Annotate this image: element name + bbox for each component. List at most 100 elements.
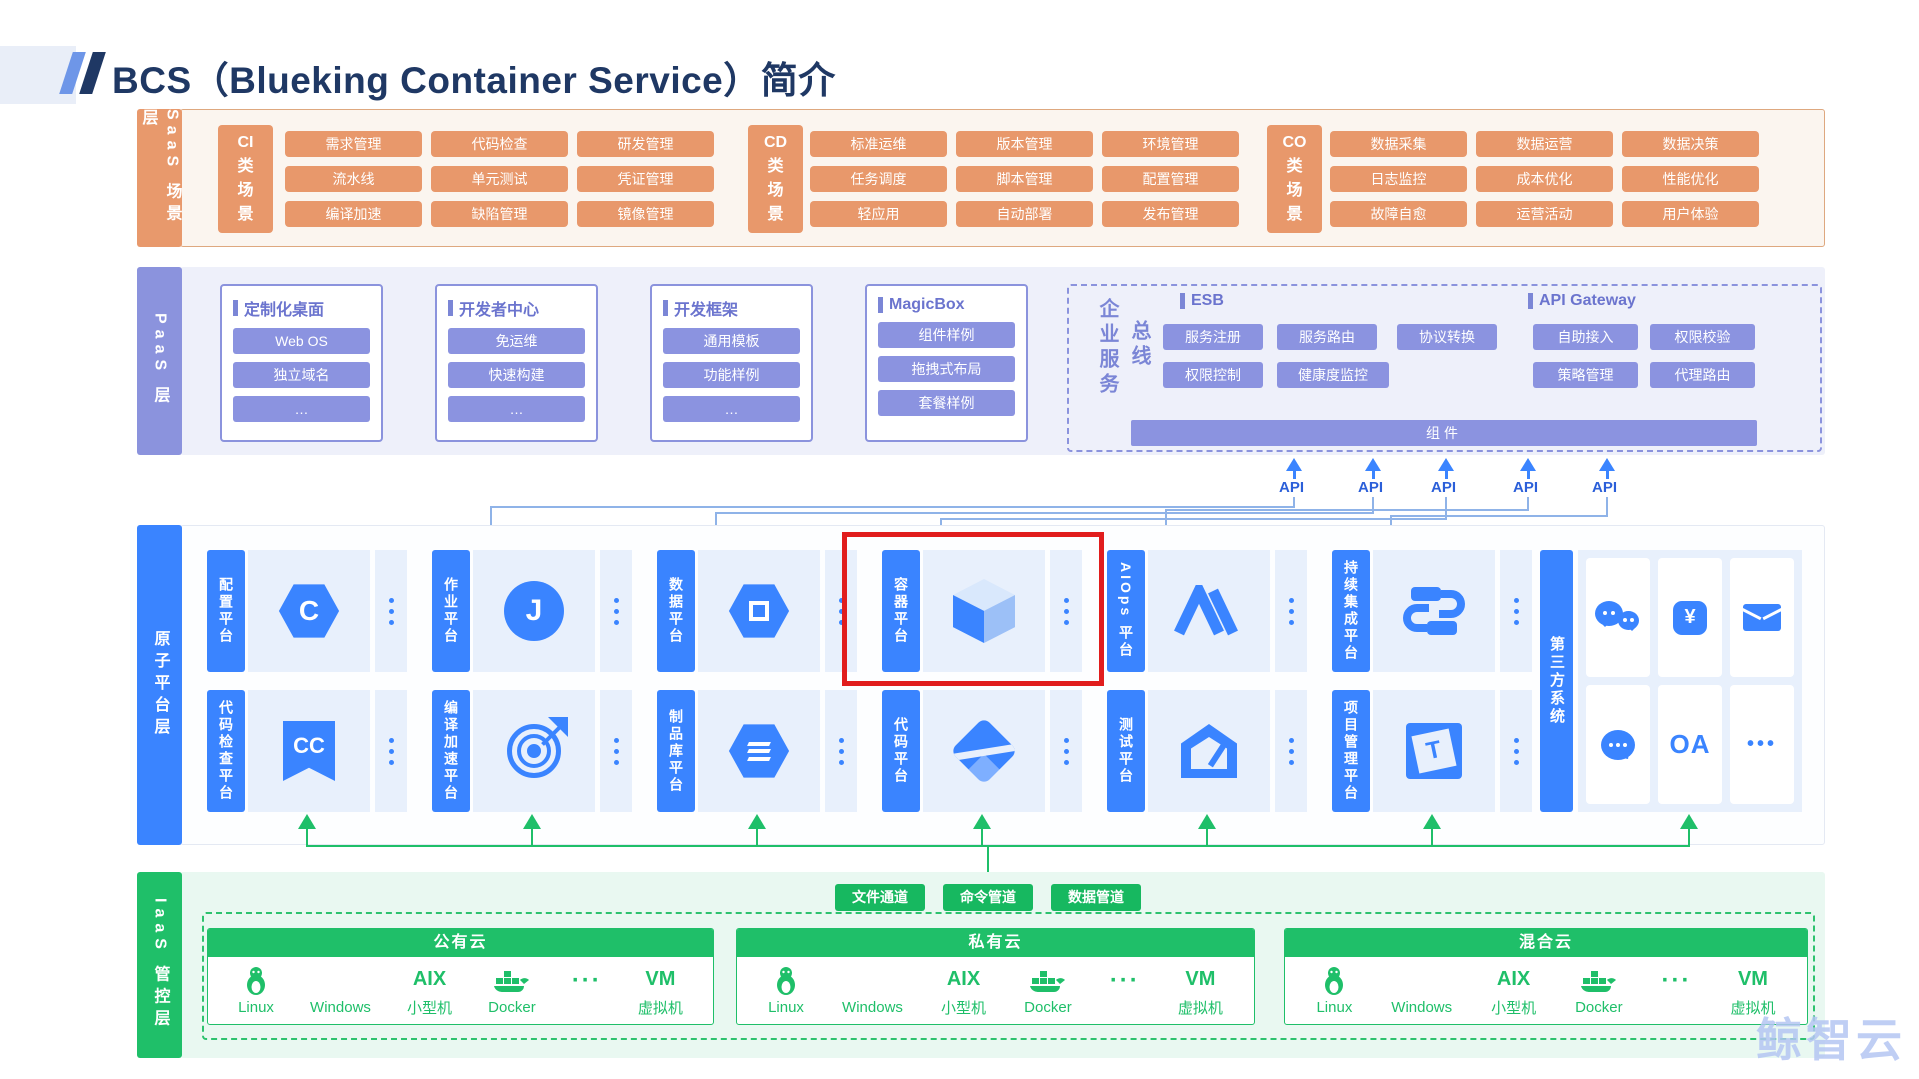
paas-card-magicbox: MagicBox 组件样例 拖拽式布局 套餐样例 — [865, 284, 1028, 442]
api-arrow-stem — [1606, 470, 1609, 479]
paas-item: … — [448, 396, 585, 422]
os-item-linux: Linux — [1316, 965, 1352, 1016]
saas-group-ci-grid: 需求管理 代码检查 研发管理 流水线 单元测试 凭证管理 编译加速 缺陷管理 镜… — [285, 131, 714, 227]
api-arrow-up-icon — [1520, 458, 1536, 471]
house-icon — [1148, 690, 1270, 812]
platform-cell-job: 作业平台 J — [432, 550, 632, 672]
saas-item: 发布管理 — [1102, 201, 1239, 227]
green-up-arrow-icon — [1423, 814, 1441, 829]
linux-penguin-icon — [773, 965, 799, 997]
title-bar-icon — [878, 297, 883, 313]
saas-item: 脚本管理 — [956, 166, 1093, 192]
saas-item: 性能优化 — [1622, 166, 1759, 192]
paas-item: 通用模板 — [663, 328, 800, 354]
connector-line — [490, 506, 1295, 508]
component-bar: 组件 — [1131, 420, 1757, 446]
platform-name-tab: 容器平台 — [882, 550, 920, 672]
os-item-windows: Windows — [842, 965, 903, 1016]
paas-card-developer-center: 开发者中心 免运维 快速构建 … — [435, 284, 598, 442]
green-line — [756, 829, 758, 846]
platform-name-tab: 制品库平台 — [657, 690, 695, 812]
cloud-header: 混合云 — [1285, 929, 1807, 957]
data-cube-hexagon-icon — [698, 550, 820, 672]
os-item-docker: Docker — [1575, 965, 1623, 1016]
green-line — [531, 829, 533, 846]
iaas-layer-tab: IaaS 管控层 — [137, 872, 182, 1058]
saas-item: 自动部署 — [956, 201, 1093, 227]
saas-item: 标准运维 — [810, 131, 947, 157]
os-item-more: ··· — [1110, 965, 1140, 1016]
enterprise-service-bus-box — [1067, 284, 1822, 452]
code-diamond-icon — [923, 690, 1045, 812]
gateway-item: 权限校验 — [1650, 324, 1755, 350]
saas-group-tab-cd: CD类场景 — [748, 125, 803, 233]
paas-item: 套餐样例 — [878, 390, 1015, 416]
saas-item: 版本管理 — [956, 131, 1093, 157]
connector-line — [490, 506, 492, 525]
esb-item: 服务注册 — [1163, 324, 1263, 350]
more-dots-icon — [825, 550, 857, 672]
oa-icon: OA — [1658, 685, 1722, 804]
platform-cell-data: 数据平台 — [657, 550, 857, 672]
paas-card-dev-framework: 开发框架 通用模板 功能样例 … — [650, 284, 813, 442]
gateway-item: 自助接入 — [1533, 324, 1638, 350]
paas-item: Web OS — [233, 328, 370, 354]
platform-cell-aiops: AIOps 平台 — [1107, 550, 1307, 672]
os-item-linux: Linux — [238, 965, 274, 1016]
paas-card-custom-desktop: 定制化桌面 Web OS 独立域名 … — [220, 284, 383, 442]
mail-icon — [1730, 558, 1794, 677]
channel-chip-file: 文件通道 — [835, 884, 925, 911]
platform-name-tab: 持续集成平台 — [1332, 550, 1370, 672]
saas-item: 故障自愈 — [1330, 201, 1467, 227]
saas-item: 成本优化 — [1476, 166, 1613, 192]
vm-text-icon: VM — [1737, 967, 1768, 990]
container-cube-icon — [923, 550, 1045, 672]
aix-text-icon: AIX — [1496, 967, 1531, 990]
esb-item: 权限控制 — [1163, 362, 1263, 388]
platform-cell-test: 测试平台 — [1107, 690, 1307, 812]
title-bar-icon — [233, 300, 238, 316]
connector-line — [715, 512, 717, 525]
enterprise-service-bus-label: 企业服务总线 — [1096, 298, 1150, 398]
api-arrow-stem — [1527, 470, 1530, 479]
config-hexagon-icon: C — [248, 550, 370, 672]
saas-item: 编译加速 — [285, 201, 422, 227]
paas-item: 拖拽式布局 — [878, 356, 1015, 382]
api-arrow-up-icon — [1438, 458, 1454, 471]
card-title: 开发者中心 — [448, 296, 585, 320]
platform-name-tab: 作业平台 — [432, 550, 470, 672]
third-party-tab: 第三方系统 — [1540, 550, 1573, 812]
platform-cell-ci: 持续集成平台 — [1332, 550, 1532, 672]
os-item-windows: Windows — [1391, 965, 1452, 1016]
paas-item: 功能样例 — [663, 362, 800, 388]
api-arrow-stem — [1293, 470, 1296, 479]
more-dots-icon — [600, 550, 632, 672]
title-bar-icon — [1180, 293, 1185, 309]
api-gateway-title: API Gateway — [1528, 292, 1636, 310]
platform-name-tab: 项目管理平台 — [1332, 690, 1370, 812]
platform-cell-code-check: 代码检查平台 CC — [207, 690, 407, 812]
saas-item: 配置管理 — [1102, 166, 1239, 192]
ellipsis-icon: ··· — [1661, 967, 1692, 994]
code-check-badge-icon: CC — [248, 690, 370, 812]
saas-item: 数据决策 — [1622, 131, 1759, 157]
green-up-arrow-icon — [748, 814, 766, 829]
api-arrow-stem — [1445, 470, 1448, 479]
project-card-icon: T — [1373, 690, 1495, 812]
artifact-hexagon-icon — [698, 690, 820, 812]
platform-cell-artifact: 制品库平台 — [657, 690, 857, 812]
saas-group-tab-ci: CI类场景 — [218, 125, 273, 233]
ellipsis-icon: ••• — [1730, 685, 1794, 804]
api-arrow-up-icon — [1365, 458, 1381, 471]
green-up-arrow-icon — [298, 814, 316, 829]
cloud-header: 公有云 — [208, 929, 713, 957]
paas-item: 独立域名 — [233, 362, 370, 388]
